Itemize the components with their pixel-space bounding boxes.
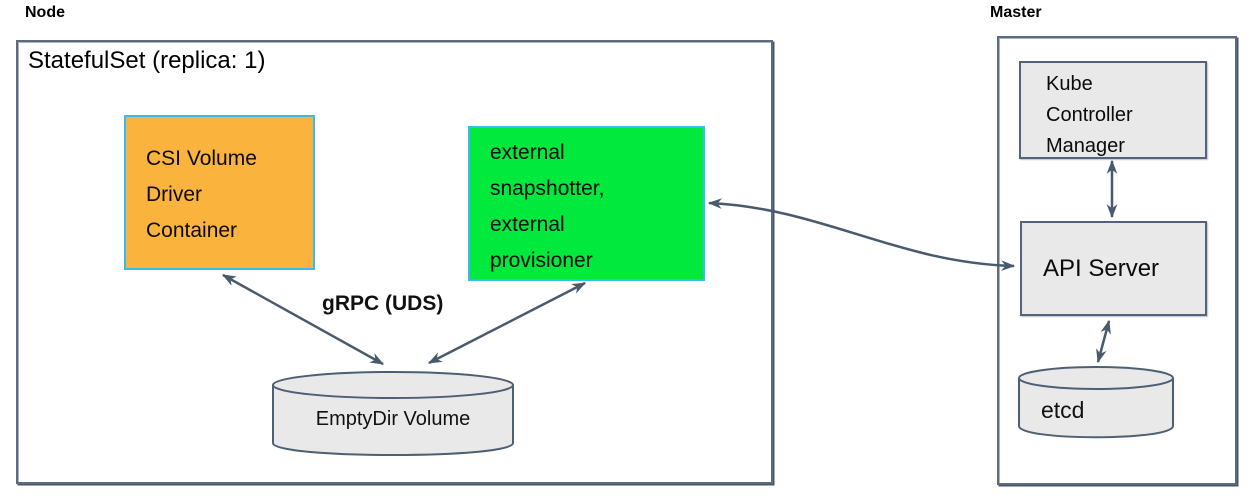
etcd-label: etcd	[1041, 397, 1085, 423]
csi-volume-driver-container-box: CSI Volume Driver Container	[124, 115, 315, 270]
api-server-box: API Server	[1020, 221, 1207, 316]
node-group-label: Node	[25, 4, 65, 21]
master-group-label: Master	[990, 4, 1042, 21]
statefulset-label: StatefulSet (replica: 1)	[28, 47, 266, 74]
grpc-uds-label: gRPC (UDS)	[322, 292, 444, 315]
kube-controller-manager-box: Kube Controller Manager	[1019, 61, 1207, 159]
external-snapshotter-provisioner-box: external snapshotter, external provision…	[468, 126, 705, 281]
emptydir-volume-label: EmptyDir Volume	[315, 408, 471, 430]
